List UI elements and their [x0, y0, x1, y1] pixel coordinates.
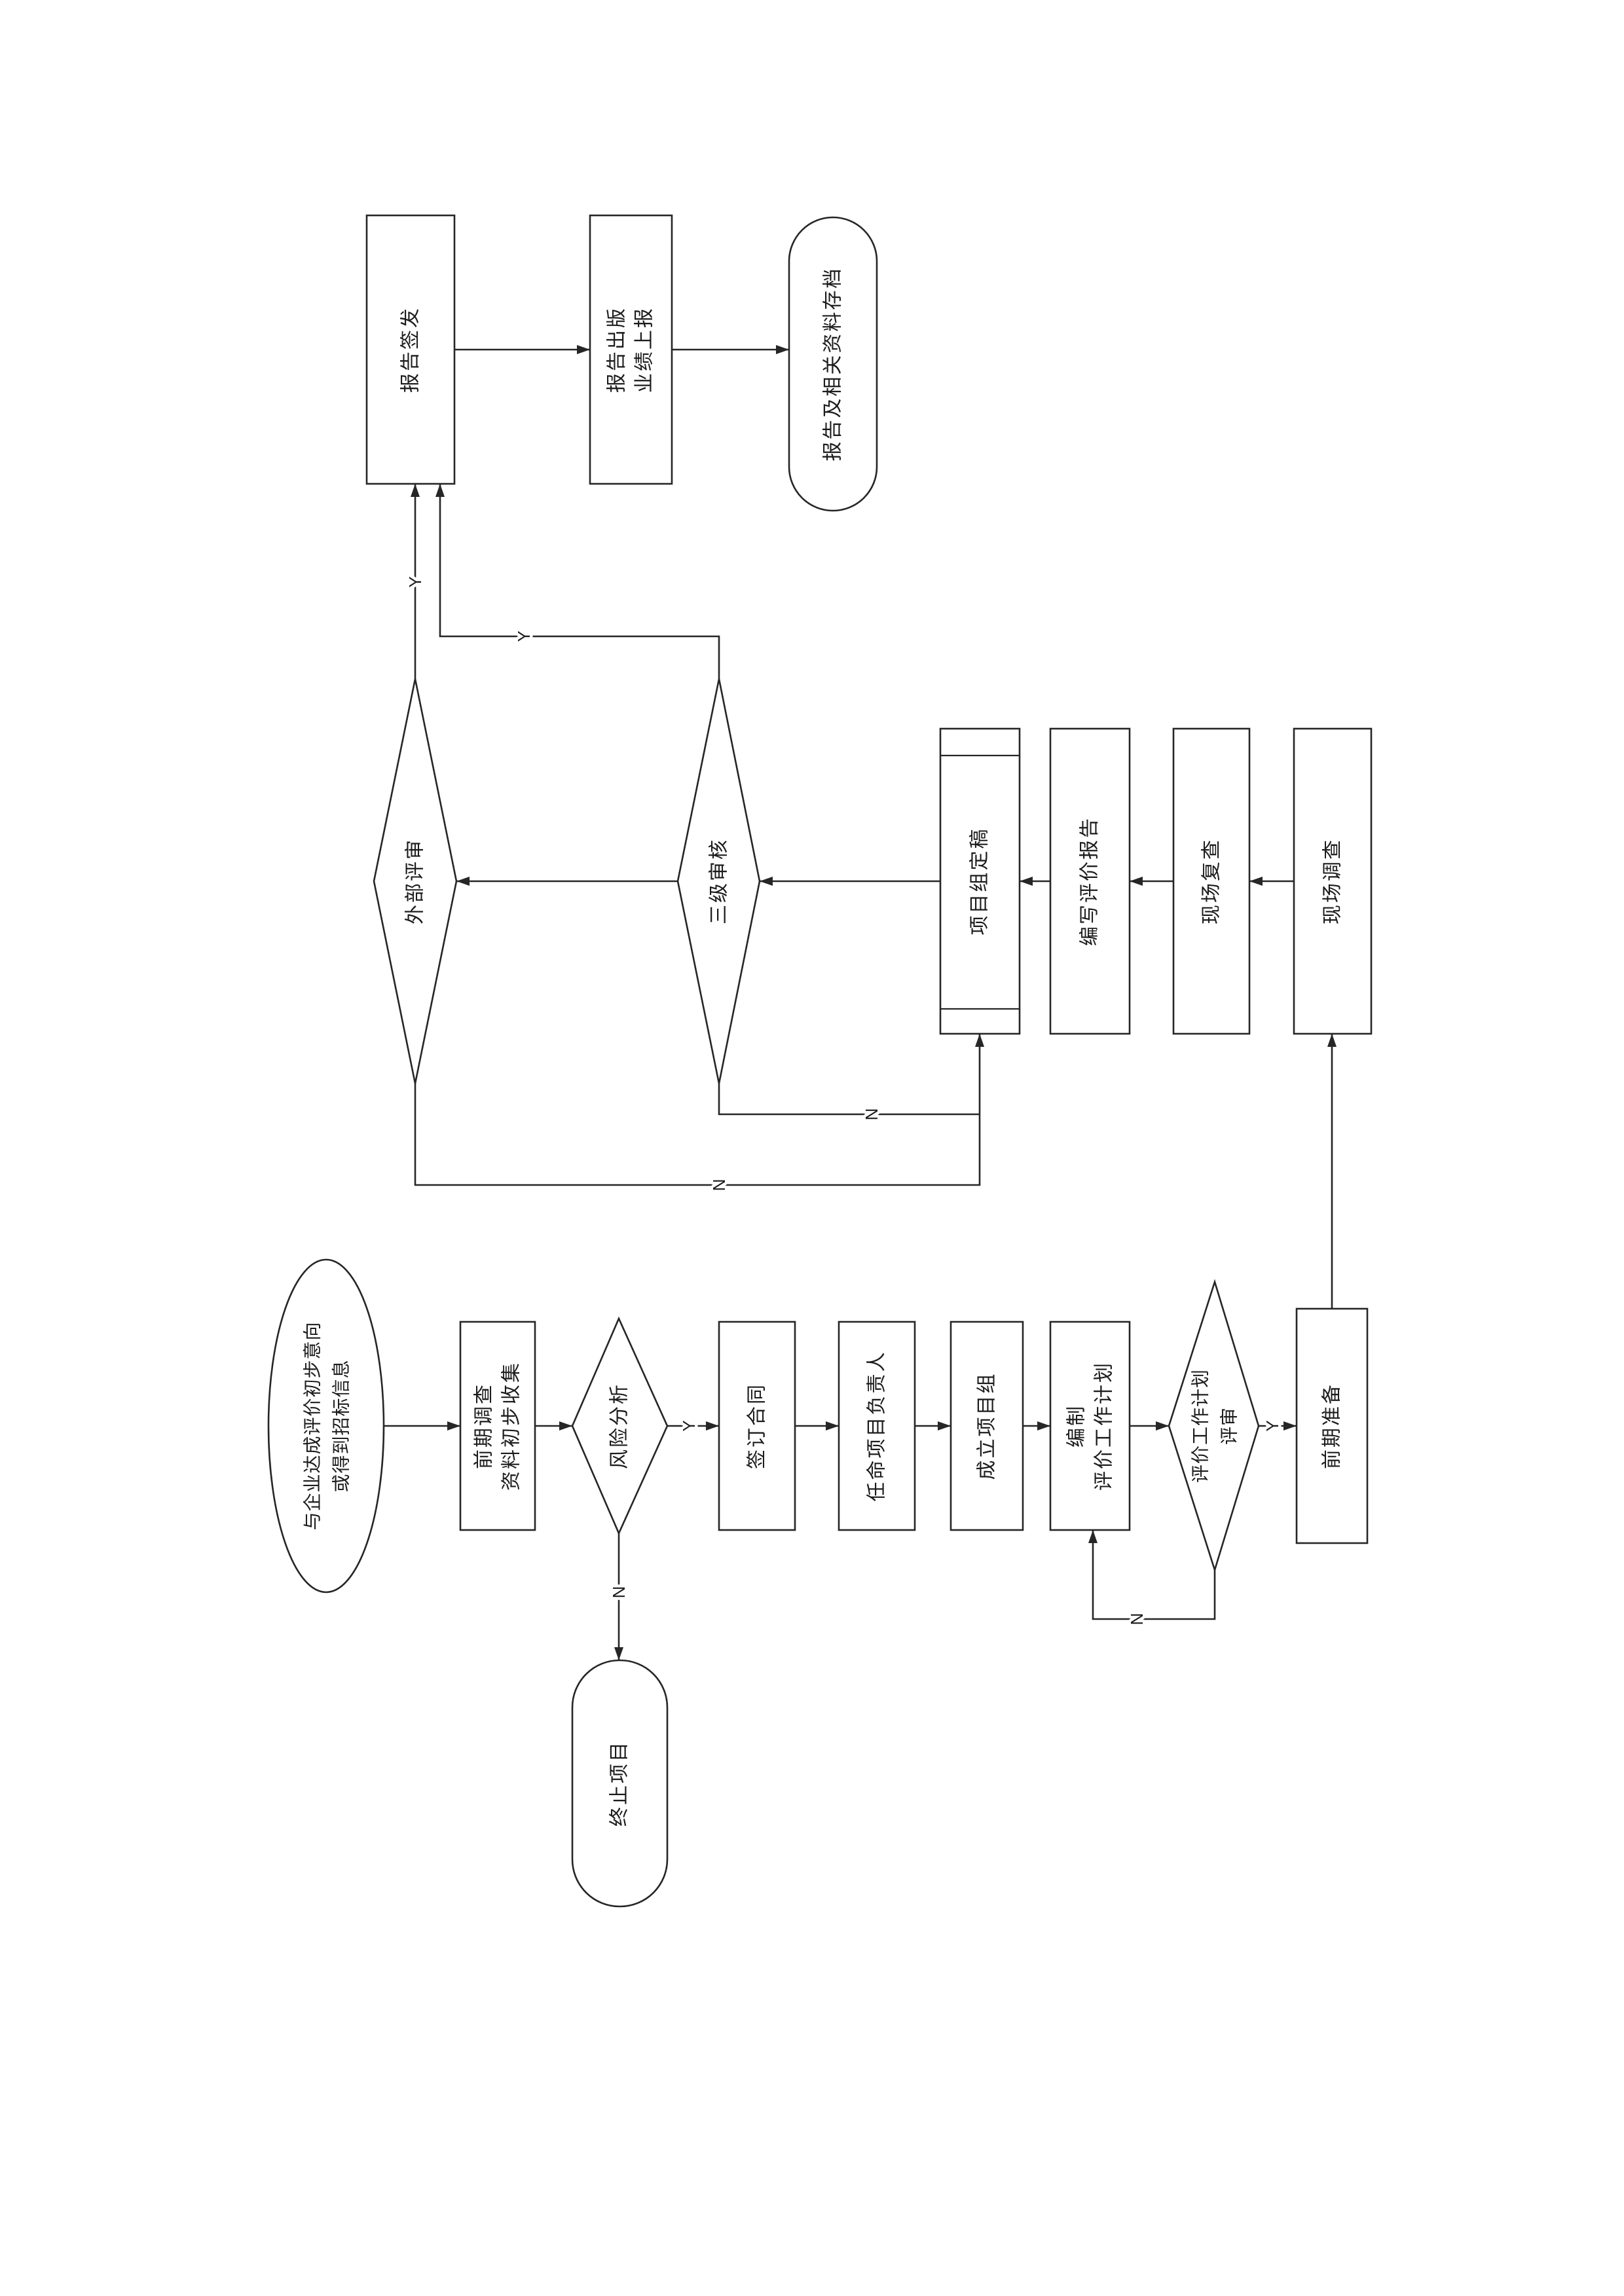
- node-archive: 报告及相关资料存档: [788, 216, 878, 512]
- sign-contract-label: 签订合同: [746, 1383, 769, 1469]
- node-appoint-leader: 任命项目负责人: [838, 1321, 916, 1531]
- risk-analysis-diamond: [571, 1316, 669, 1536]
- plan-review-diamond: [1168, 1279, 1260, 1573]
- team-finalize-label: 项目组定稿: [969, 828, 991, 936]
- team-finalize-box: [939, 727, 1021, 1035]
- node-plan-review: 评价工作计划 评审: [1168, 1279, 1260, 1573]
- node-report-publish: 报告出版 业绩上报: [589, 214, 673, 485]
- node-write-report: 编写评价报告: [1049, 727, 1131, 1035]
- form-team-label: 成立项目组: [976, 1372, 999, 1480]
- report-publish-label-line-2: 业绩上报: [633, 306, 656, 393]
- node-form-team: 成立项目组: [950, 1321, 1024, 1531]
- node-compile-plan: 编制 评价工作计划: [1049, 1321, 1131, 1531]
- three-level-review-no-label: N: [862, 1108, 881, 1121]
- form-team-box: [950, 1321, 1024, 1531]
- archive-terminal: [788, 216, 878, 512]
- report-publish-box: [589, 214, 673, 485]
- terminate-label: 终止项目: [608, 1740, 631, 1827]
- node-external-review: 外部评审: [373, 678, 458, 1084]
- report-issue-box: [365, 214, 456, 485]
- write-report-box: [1049, 727, 1131, 1035]
- three-level-review-diamond: [676, 678, 761, 1084]
- plan-review-label-line-1: 评价工作计划: [1190, 1369, 1211, 1483]
- site-recheck-label: 现场复查: [1200, 838, 1223, 924]
- terminate-terminal: [571, 1659, 669, 1908]
- node-report-issue: 报告签发: [365, 214, 456, 485]
- compile-plan-label-line-2: 评价工作计划: [1093, 1361, 1116, 1491]
- site-survey-box: [1293, 727, 1373, 1035]
- three-level-review-yes-label: Y: [514, 630, 534, 642]
- sign-contract-box: [718, 1321, 796, 1531]
- appoint-leader-label: 任命项目负责人: [866, 1351, 889, 1502]
- preliminary-survey-label-line-2: 资料初步收集: [500, 1361, 523, 1491]
- external-review-label: 外部评审: [404, 838, 427, 924]
- preparation-label: 前期准备: [1321, 1383, 1344, 1469]
- node-risk-analysis: 风险分析: [571, 1316, 669, 1536]
- three-level-review-label: 三级审核: [708, 838, 731, 924]
- plan-review-yes-label: Y: [1263, 1420, 1282, 1431]
- external-review-no-label: N: [709, 1179, 729, 1192]
- node-start: 与企业达成评价初步意向 或得到招标信息: [267, 1258, 385, 1594]
- node-sign-contract: 签订合同: [718, 1321, 796, 1531]
- preliminary-survey-box: [459, 1321, 536, 1531]
- node-terminate: 终止项目: [571, 1659, 669, 1908]
- arrow-plan-review-no: [1088, 1530, 1216, 1620]
- plan-review-no-label: N: [1127, 1613, 1147, 1626]
- appoint-leader-box: [838, 1321, 916, 1531]
- arrow-external-review-no: [414, 1034, 984, 1186]
- write-report-label: 编写评价报告: [1079, 816, 1101, 946]
- line-three-level-review-no: [718, 1084, 980, 1116]
- node-preparation: 前期准备: [1295, 1307, 1369, 1544]
- site-recheck-box: [1172, 727, 1251, 1035]
- connectors: [384, 345, 1337, 1660]
- compile-plan-label-line-1: 编制: [1065, 1404, 1088, 1448]
- report-issue-label: 报告签发: [399, 306, 422, 393]
- start-label-line-2: 或得到招标信息: [331, 1359, 352, 1492]
- external-review-yes-label: Y: [405, 576, 425, 587]
- preliminary-survey-label-line-1: 前期调查: [473, 1383, 496, 1469]
- risk-analysis-label: 风险分析: [608, 1383, 631, 1469]
- start-label-line-1: 与企业达成评价初步意向: [302, 1321, 323, 1530]
- compile-plan-box: [1049, 1321, 1131, 1531]
- node-site-survey: 现场调查: [1293, 727, 1373, 1035]
- node-preliminary-survey: 前期调查 资料初步收集: [459, 1321, 536, 1531]
- plan-review-label-line-2: 评审: [1219, 1407, 1240, 1445]
- start-ellipse: [267, 1258, 385, 1594]
- arrow-three-level-review-yes: [435, 484, 720, 679]
- node-site-recheck: 现场复查: [1172, 727, 1251, 1035]
- external-review-diamond: [373, 678, 458, 1084]
- nodes: 报告签发 报告出版 业绩上报 报告及相关资料存档 外部评审 三级审核 项目组定稿: [267, 214, 1373, 1908]
- site-survey-label: 现场调查: [1321, 838, 1344, 924]
- risk-analysis-no-label: N: [609, 1586, 629, 1599]
- preparation-box: [1295, 1307, 1369, 1544]
- report-publish-label-line-1: 报告出版: [606, 306, 629, 393]
- risk-analysis-yes-label: Y: [679, 1420, 699, 1431]
- node-team-finalize: 项目组定稿: [939, 727, 1021, 1035]
- node-three-level-review: 三级审核: [676, 678, 761, 1084]
- archive-label: 报告及相关资料存档: [822, 267, 845, 462]
